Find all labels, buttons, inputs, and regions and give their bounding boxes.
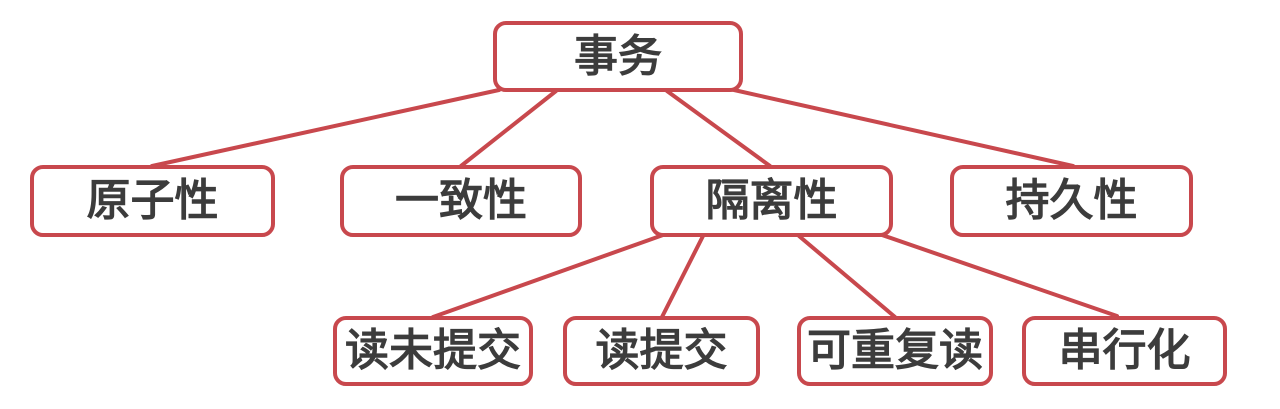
node-transaction-label: 事务 [574, 31, 662, 81]
node-read-uncommitted: 读未提交 [333, 316, 533, 386]
node-repeatable-read: 可重复读 [797, 316, 993, 386]
edge-isolation-repeatable-read [797, 234, 897, 319]
edge-transaction-atomicity [150, 88, 501, 168]
node-transaction: 事务 [493, 21, 743, 92]
edge-transaction-durability [732, 88, 1075, 168]
node-read-committed: 读提交 [563, 316, 760, 386]
node-durability: 持久性 [950, 165, 1193, 237]
edge-transaction-isolation [665, 89, 772, 168]
edge-isolation-serializable [880, 233, 1119, 318]
node-durability-label: 持久性 [1005, 176, 1138, 225]
node-read-uncommitted-label: 读未提交 [345, 326, 521, 375]
node-consistency-label: 一致性 [395, 176, 527, 225]
node-repeatable-read-label: 可重复读 [807, 326, 983, 375]
edge-transaction-consistency [459, 89, 558, 168]
node-read-committed-label: 读提交 [595, 326, 728, 375]
node-atomicity-label: 原子性 [86, 176, 219, 225]
node-isolation-label: 隔离性 [705, 176, 838, 225]
node-isolation: 隔离性 [650, 165, 893, 237]
node-serializable: 串行化 [1022, 316, 1227, 386]
node-consistency: 一致性 [340, 165, 582, 237]
edge-isolation-read-uncommitted [431, 233, 665, 319]
node-atomicity: 原子性 [30, 165, 275, 237]
node-serializable-label: 串行化 [1058, 326, 1191, 375]
edge-isolation-read-committed [660, 234, 705, 319]
